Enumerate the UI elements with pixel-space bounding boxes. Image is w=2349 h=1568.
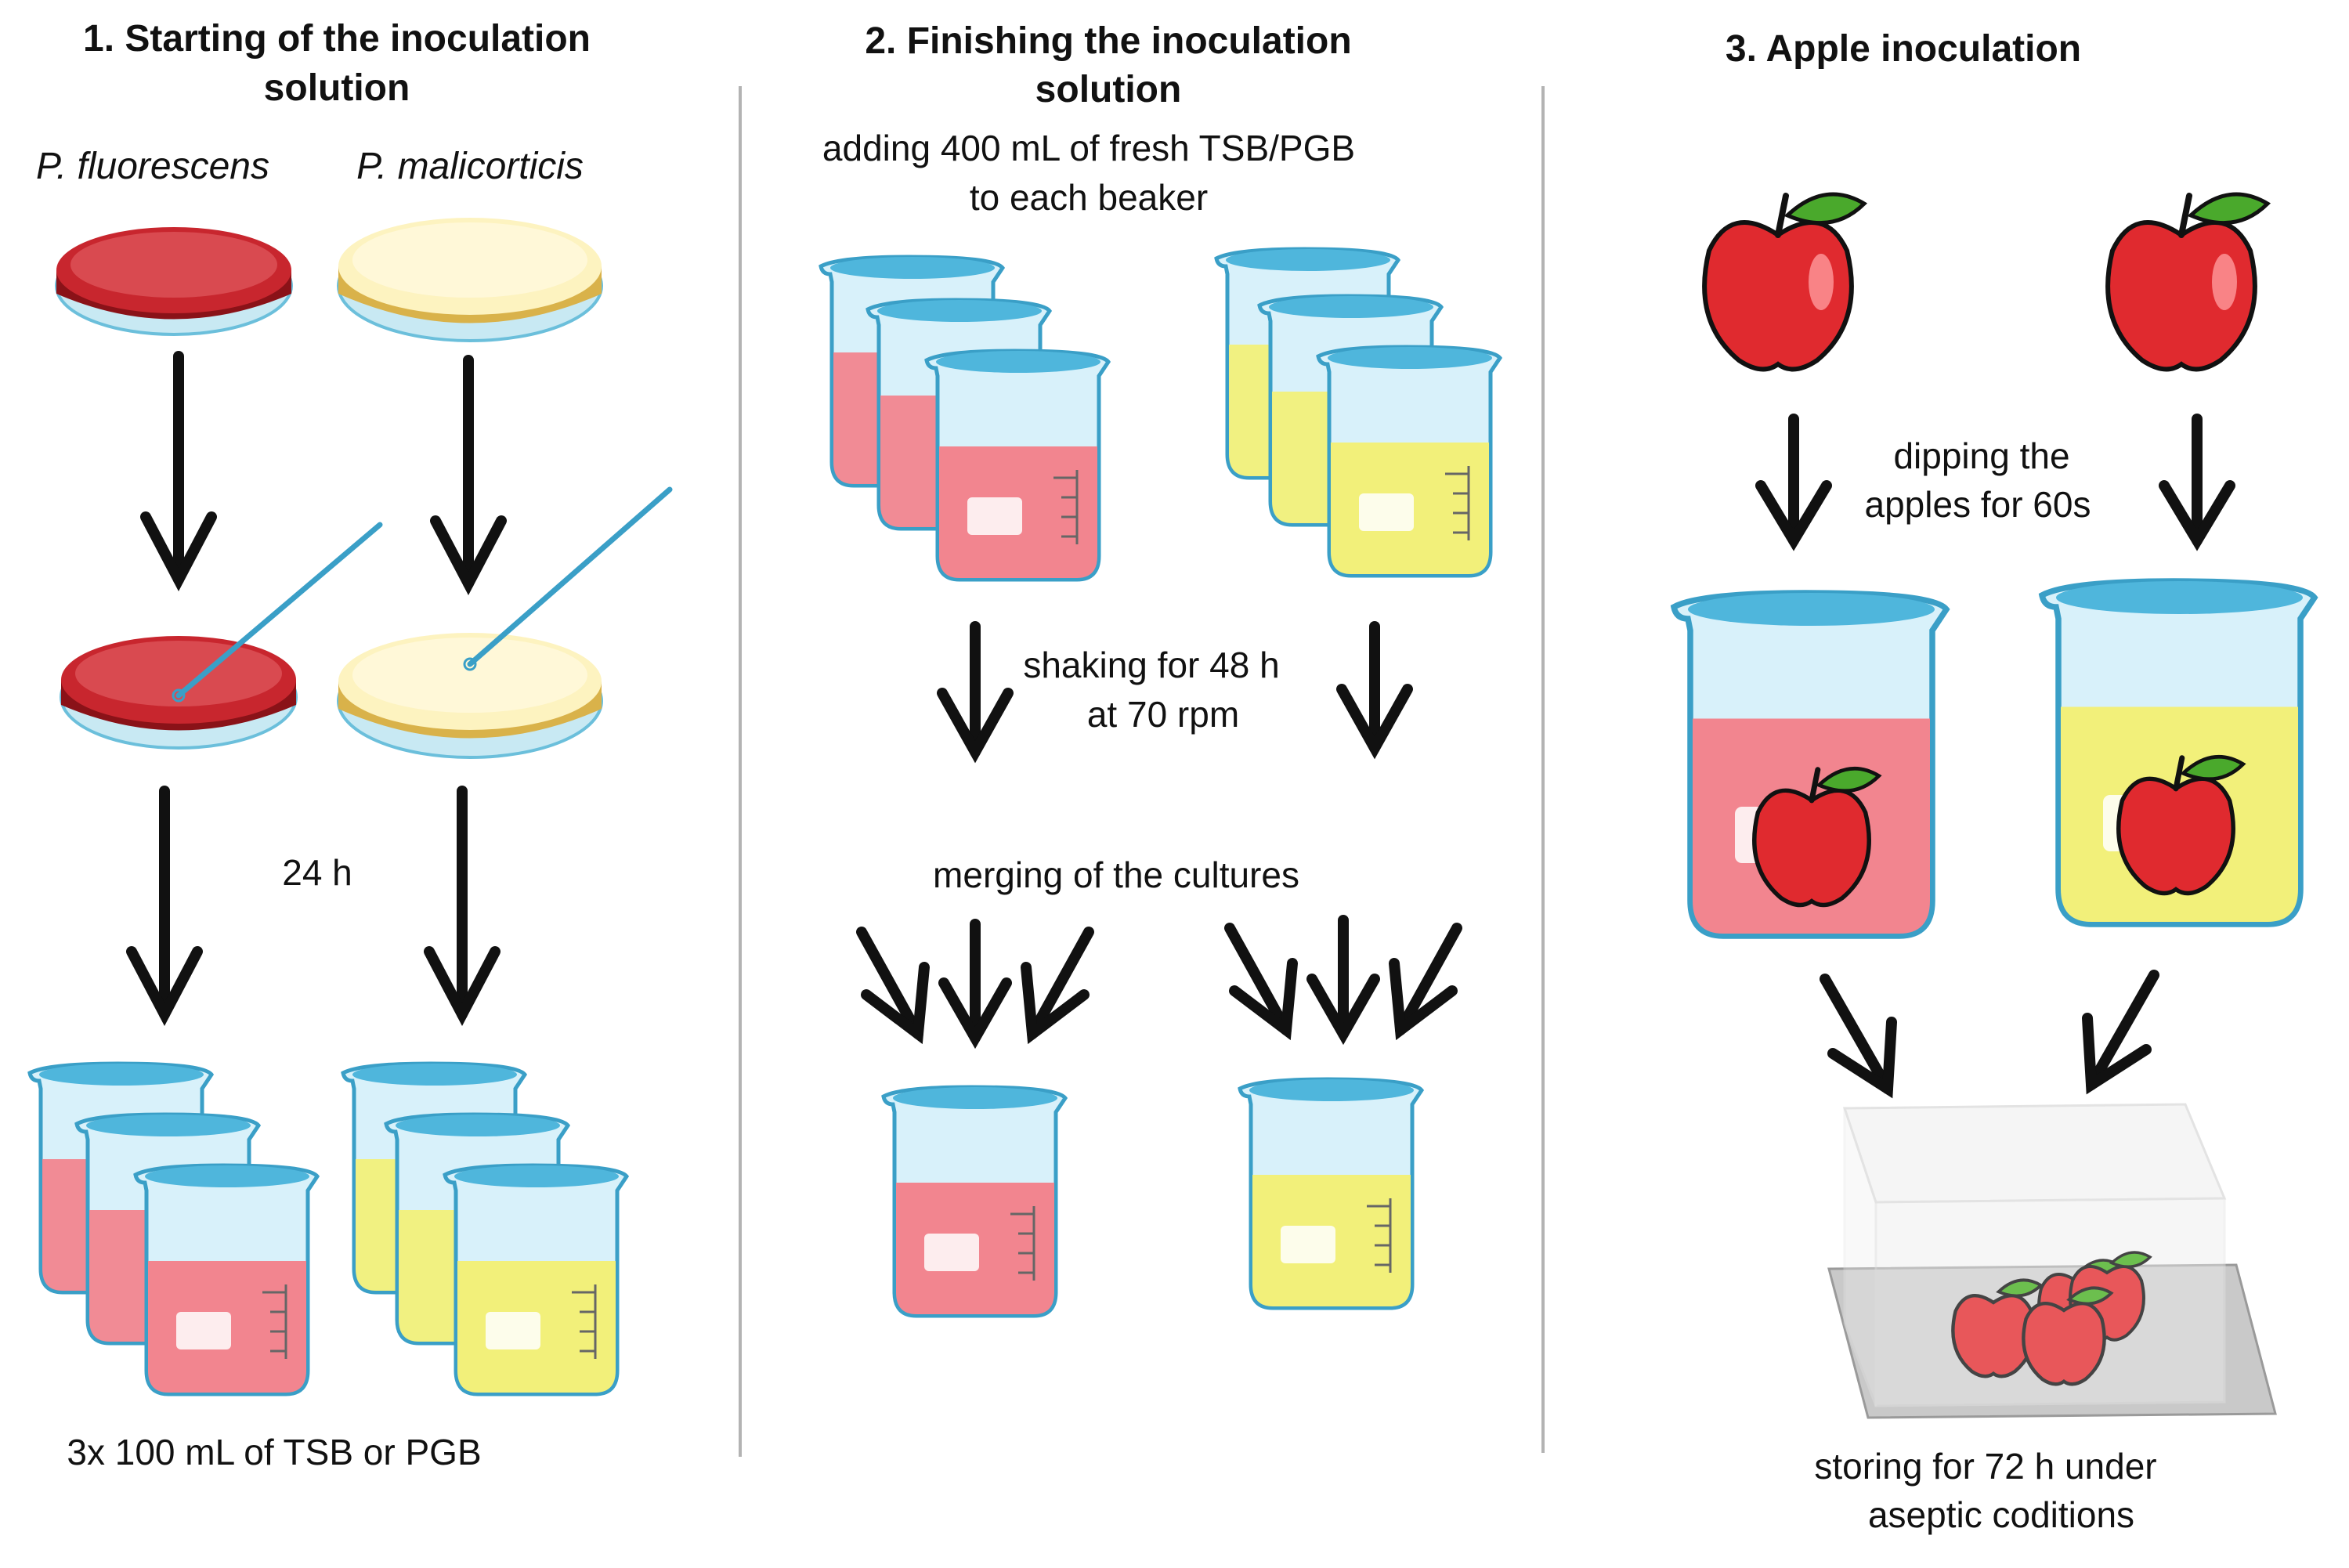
arrow-down-s2-right [1336,621,1413,760]
loop-tip-right [463,657,477,671]
storing-label-line2: aseptic coditions [1868,1494,2134,1535]
beaker-red-s2-3 [927,351,1108,580]
arrow-diag-s3-left [1820,974,1897,1099]
organism-right-label: P. malicorticis [356,146,584,187]
section2-title-line1: 2. Finishing the inoculation [865,20,1351,62]
arrow-down-s1-right-2 [424,786,501,1027]
incubation-time-label: 24 h [282,852,352,893]
arrow-down-s3-right [2159,414,2235,551]
section1-title-line2: solution [264,67,410,109]
arrow-down-s1-left-1 [140,351,217,592]
adding-label-line1: adding 400 mL of fresh TSB/PGB [822,128,1355,168]
organism-left-label: P. fluorescens [36,146,269,187]
arrow-diag-s3-right [2082,970,2159,1095]
inoculation-loop-right [467,486,673,667]
petri-dish-red [55,227,293,336]
arrow-down-s2-left [937,621,1014,764]
petri-dish-yellow [337,218,603,342]
beaker-red-s1-3 [136,1165,317,1394]
apple-in-red-beaker [1752,766,1882,908]
dipping-label-line2: apples for 60s [1865,484,2091,525]
beaker-yellow-merged [1240,1079,1422,1308]
apple-in-yellow-beaker [2116,754,2246,896]
petri-dish-yellow-inoculated [337,633,603,759]
section2-title-line2: solution [1035,69,1182,110]
shaking-label-line1: shaking for 48 h [1023,645,1279,685]
beaker-yellow-s1-3 [445,1165,627,1394]
section3-title: 3. Apple inoculation [1726,28,2081,70]
merging-label: merging of the cultures [933,854,1299,895]
merge-arrows-left [856,919,1094,1050]
loop-tip-left [172,688,186,703]
merge-arrows-right [1224,915,1462,1046]
apple-right [2105,192,2271,372]
arrow-down-s3-left [1755,414,1832,551]
shaking-label-line2: at 70 rpm [1087,694,1239,735]
arrow-down-s1-right-1 [430,355,507,596]
section1-title-line1: 1. Starting of the inoculation [83,18,591,60]
dipping-label-line1: dipping the [1893,435,2069,476]
storing-label-line1: storing for 72 h under [1814,1446,2156,1487]
arrow-down-s1-left-2 [126,786,203,1027]
stored-apples [1951,1251,2152,1386]
beaker-yellow-s2-3 [1318,347,1500,576]
inoculation-loop-left [175,522,383,699]
adding-label-line2: to each beaker [970,177,1208,218]
volume-note-label: 3x 100 mL of TSB or PGB [67,1432,481,1472]
beaker-red-merged [884,1087,1065,1316]
apple-left [1702,192,1868,372]
